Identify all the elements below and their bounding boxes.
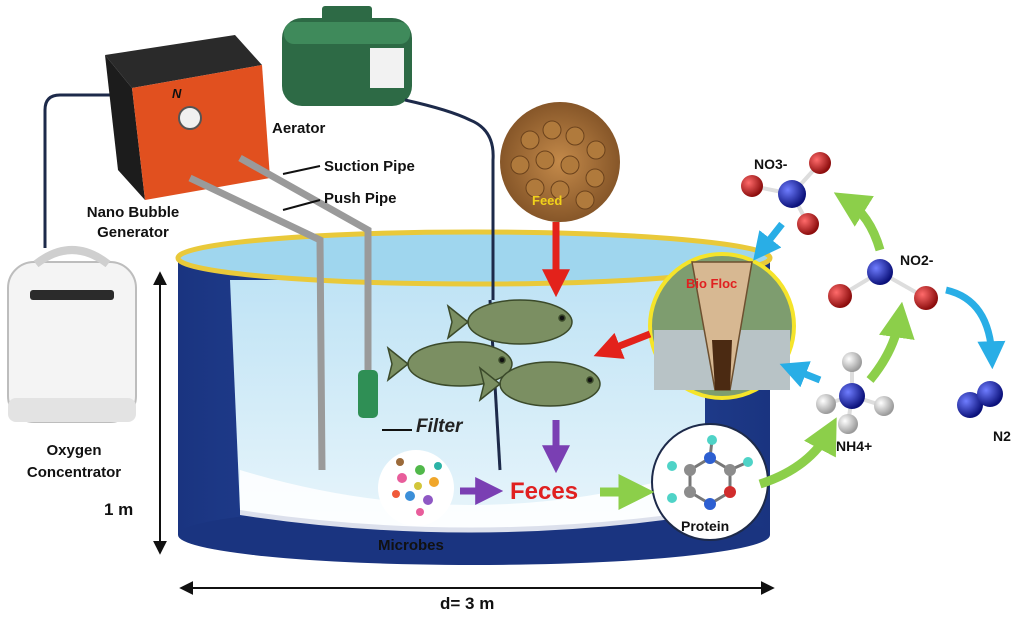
push-pipe-label: Push Pipe [324,190,397,207]
nitrate-molecule [741,152,831,235]
feed-label: Feed [532,193,563,208]
filter-label: Filter [416,416,463,437]
nitrite-to-nitrate-arrow [833,192,885,252]
fish [478,361,601,407]
nitrate-to-biofloc-arrow [753,221,785,261]
fish-group [386,299,601,407]
protein-to-ammonium-arrow [758,417,837,489]
nitrate-label: NO3- [754,156,788,172]
bio-floc-image [648,252,796,400]
nano-bubble-generator: N [105,35,270,200]
nano-bubble-generator-label-line1: Nano Bubble [86,204,180,221]
feces-label: Feces [510,478,579,505]
ammonium-molecule [816,352,894,434]
nano-bubble-generator-label-line2: Generator [97,224,169,241]
oxygen-concentrator-label-line1: Oxygen [46,442,102,459]
fish [446,299,573,345]
aerator-label: Aerator [272,120,326,137]
svg-text:N: N [172,86,182,101]
nitrite-to-nitrogen-arrow [945,286,1006,370]
nitrogen-gas-molecule [957,381,1003,418]
ammonium-label: NH4+ [836,438,873,454]
microbes-label: Microbes [378,537,444,554]
microbes-image [378,450,454,526]
diameter-label: d= 3 m [440,594,495,613]
protein-molecule-image [651,423,769,541]
height-label: 1 m [104,500,134,519]
bio-floc-label: Bio Floc [686,276,738,291]
feed-image [500,102,620,222]
water-surface [178,232,770,284]
water [230,280,705,528]
nitrite-label: NO2- [900,252,934,268]
bubbles [240,470,700,533]
suction-pipe-label: Suction Pipe [324,158,415,175]
nitrogen-gas-label: N2 [993,428,1011,444]
oxygen-concentrator [7,93,137,423]
pipes [188,154,412,471]
filter-device [358,370,378,418]
ammonium-to-biofloc-arrow [779,361,822,388]
oxygen-concentrator-label-line2: Concentrator [26,464,122,481]
ammonium-to-nitrite-arrow [866,301,915,383]
biofloc-to-fish-arrow [593,330,652,359]
protein-label: Protein [681,518,730,534]
nitrite-molecule [828,259,938,310]
